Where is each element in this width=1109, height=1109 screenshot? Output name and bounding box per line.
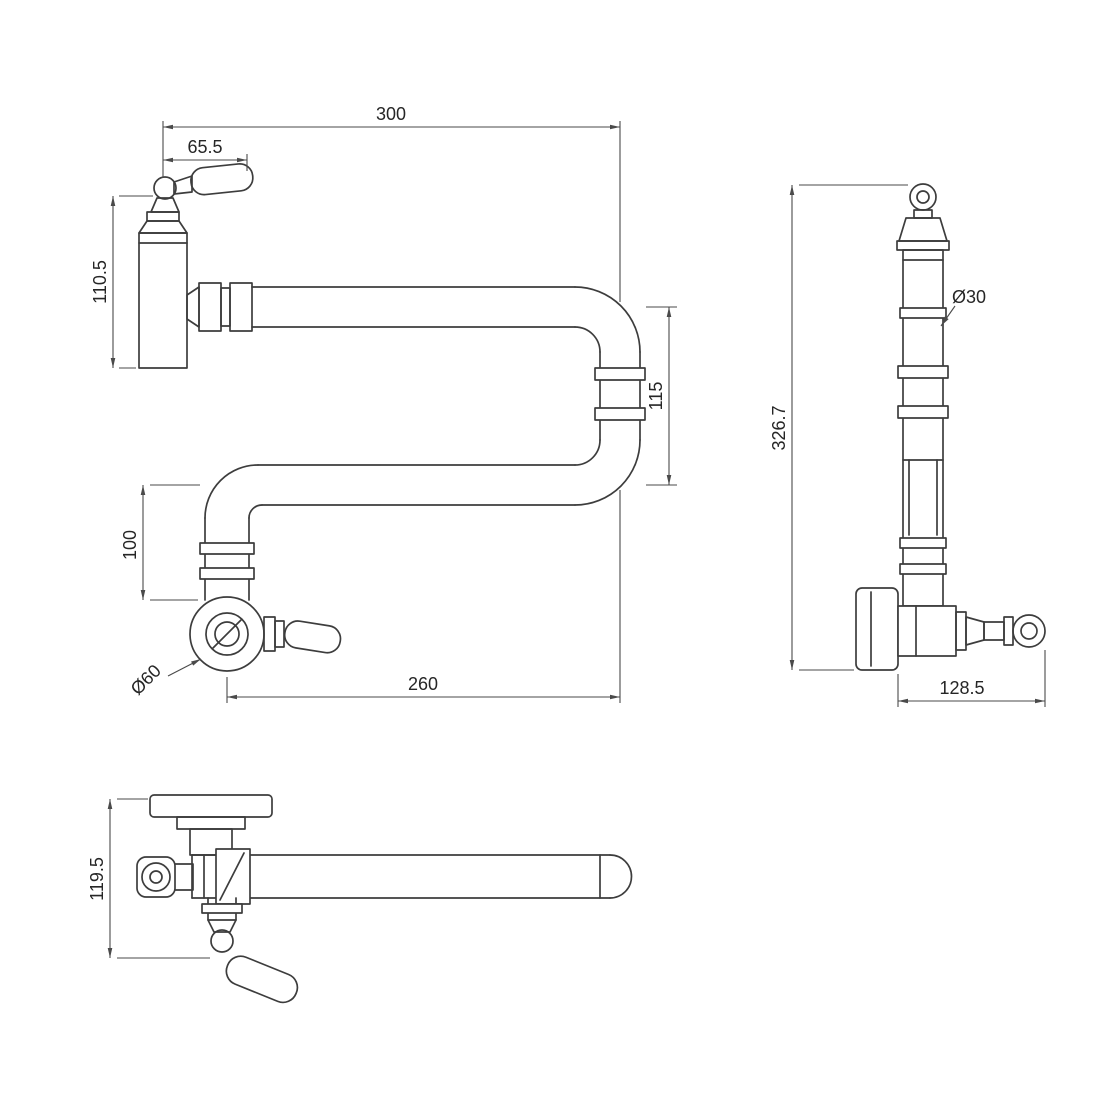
dim-front-handle-length: 65.5 xyxy=(163,137,248,171)
dim-side-wall-projection-label: 128.5 xyxy=(939,678,984,698)
dim-front-handle-length-label: 65.5 xyxy=(187,137,222,157)
side-faucet-column xyxy=(896,183,950,607)
dim-side-pipe-diameter-label: Ø30 xyxy=(952,287,986,307)
front-outlet-coupling xyxy=(186,282,253,332)
dim-front-overall-width-label: 300 xyxy=(376,104,406,124)
side-view: 326.7 Ø30 128.5 xyxy=(769,183,1046,707)
front-swivel-joint xyxy=(189,596,342,672)
dim-front-inlet-height-label: 110.5 xyxy=(90,260,110,304)
dim-top-overall-depth-label: 119.5 xyxy=(87,857,107,901)
top-swing-arm xyxy=(191,848,633,905)
side-wall-flange xyxy=(855,587,899,671)
side-outlet-handle xyxy=(897,605,1046,657)
dim-side-overall-height: 326.7 xyxy=(769,184,908,671)
dim-front-inlet-height: 110.5 xyxy=(90,195,153,369)
dim-side-wall-projection: 128.5 xyxy=(897,650,1046,707)
dim-front-arm-spacing: 115 xyxy=(646,306,677,486)
dim-top-overall-depth: 119.5 xyxy=(87,798,210,959)
dim-front-spout-reach-label: 260 xyxy=(408,674,438,694)
dim-front-joint-diameter: Ø60 xyxy=(127,658,202,699)
dim-front-overall-width: 300 xyxy=(162,104,621,302)
front-swing-arm xyxy=(199,286,646,601)
dim-side-pipe-diameter: Ø30 xyxy=(940,287,986,327)
dim-front-arm-spacing-label: 115 xyxy=(646,382,666,411)
top-front-handle xyxy=(201,897,299,1004)
front-view: 300 65.5 110.5 115 100 xyxy=(90,104,677,703)
top-side-handle xyxy=(136,856,194,898)
front-inlet-body xyxy=(138,163,254,369)
dim-front-spout-reach: 260 xyxy=(226,490,621,703)
top-wall-flange xyxy=(149,794,273,856)
dim-front-drop-height: 100 xyxy=(120,484,200,601)
top-view: 119.5 xyxy=(87,794,633,1004)
dim-front-joint-diameter-label: Ø60 xyxy=(127,661,165,699)
dim-side-overall-height-label: 326.7 xyxy=(769,405,789,450)
dim-front-drop-height-label: 100 xyxy=(120,530,140,560)
